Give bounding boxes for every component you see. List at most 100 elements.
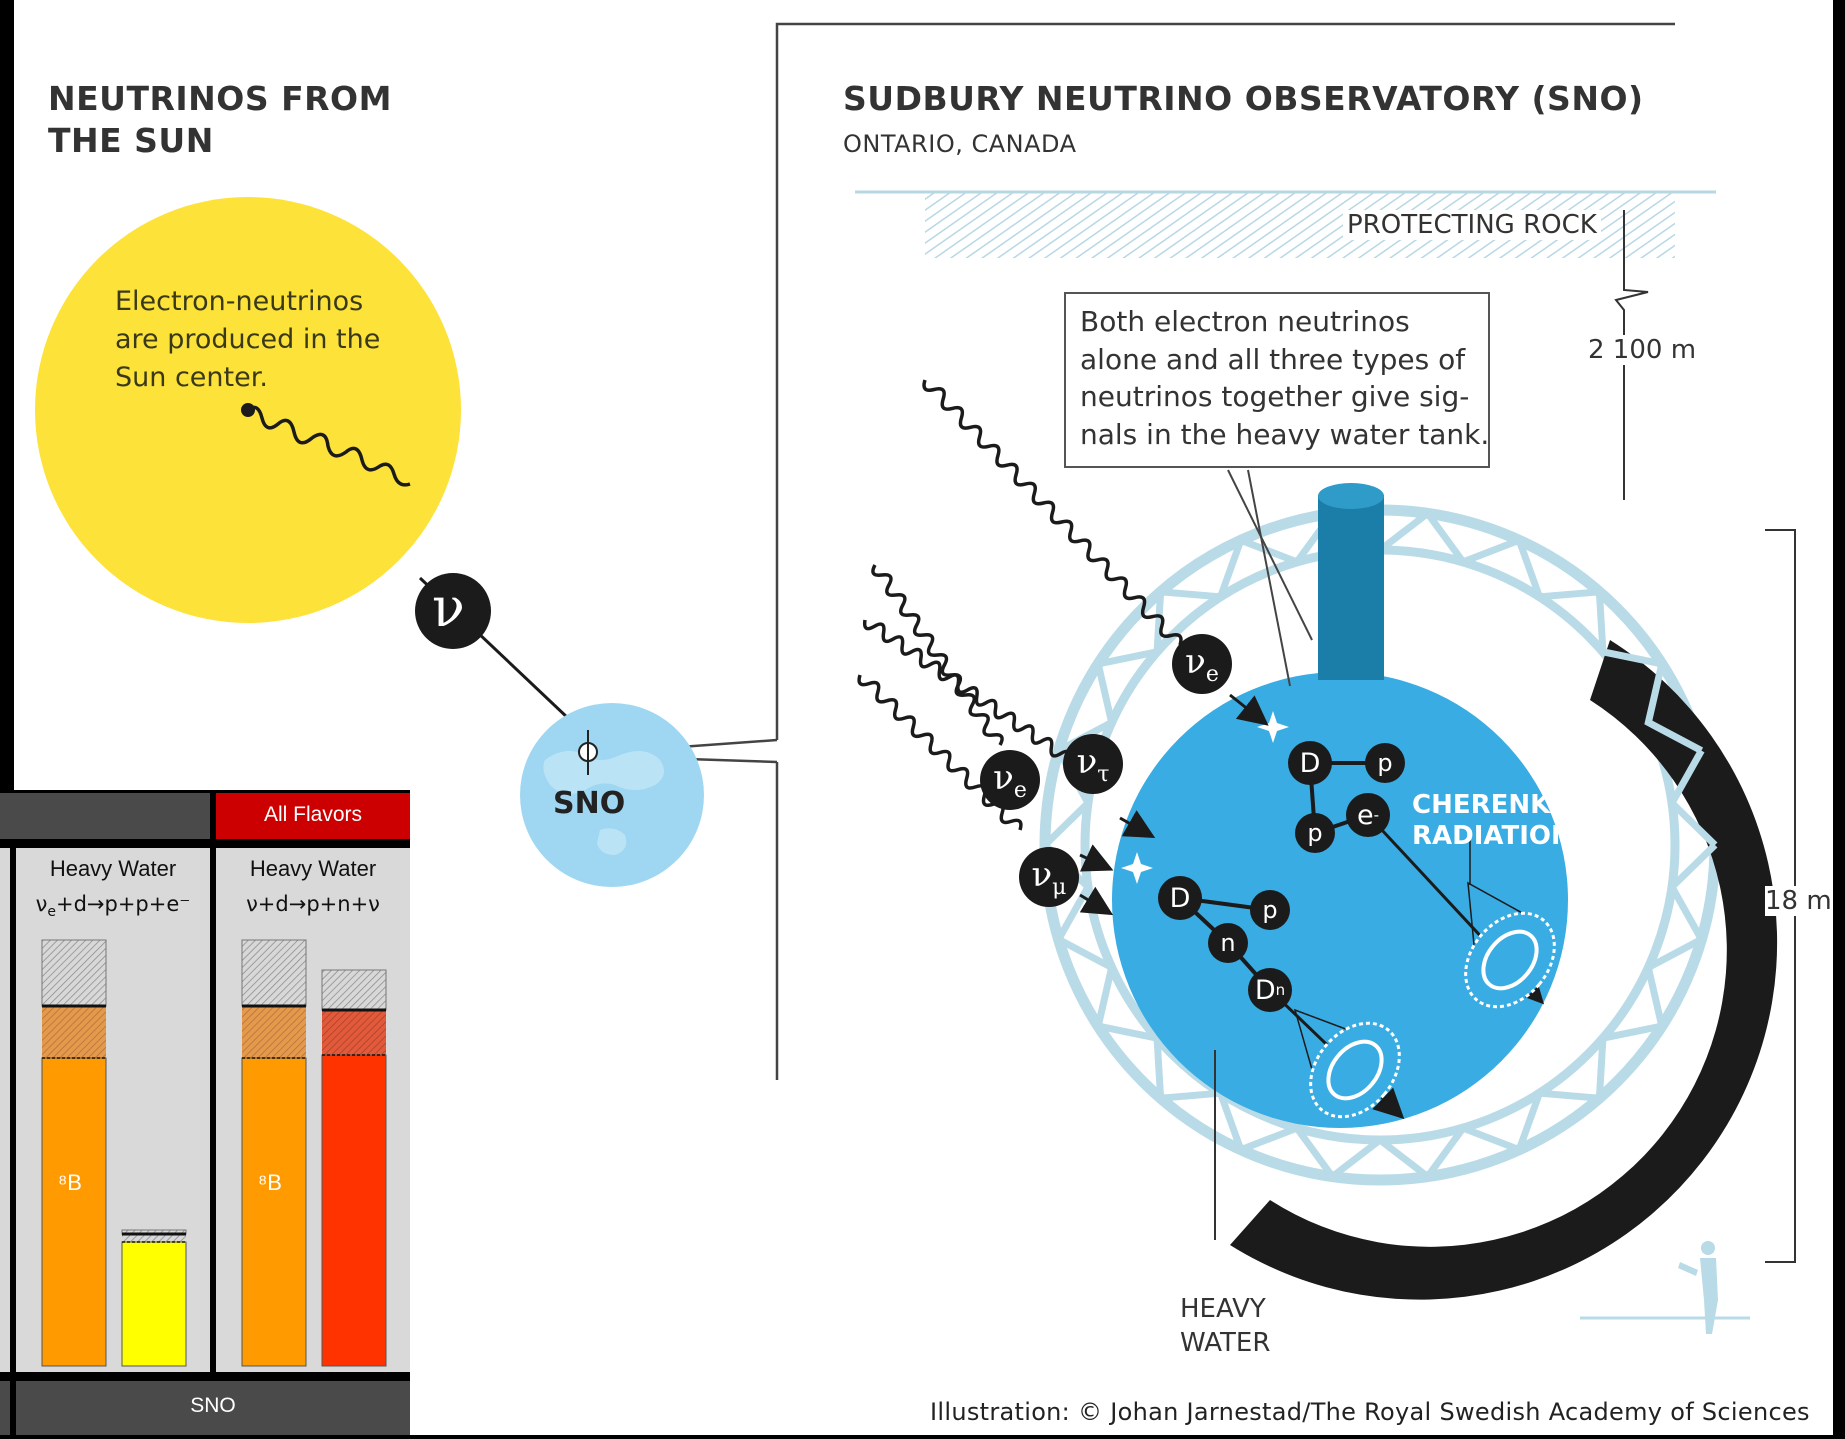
flux-bar-range — [242, 1006, 306, 1058]
callout-line-2: alone and all three types of — [1080, 342, 1466, 376]
callout-line-3: neutrinos together give sig- — [1080, 380, 1470, 413]
geodesic-strut — [1667, 748, 1718, 848]
cherenkov-line-2: RADIATION — [1412, 821, 1573, 851]
person-silhouette — [1580, 1241, 1750, 1334]
sun-caption: Electron-neutrinos are produced in the S… — [115, 283, 380, 397]
panel-header-gray — [0, 793, 210, 839]
geodesic-strut — [1056, 936, 1116, 1027]
callout-line-4: nals in the heavy water tank. — [1080, 417, 1490, 451]
flux-panel — [0, 790, 410, 1435]
geodesic-strut — [1424, 1123, 1521, 1179]
geodesic-strut — [1515, 539, 1600, 601]
particle-index: - — [1373, 806, 1380, 824]
geodesic-strut — [1595, 1022, 1663, 1099]
col1-reaction: νe+d→p+p+e⁻ — [16, 892, 210, 920]
geodesic-strut — [1667, 842, 1718, 942]
callout-pointer-left — [1227, 469, 1313, 641]
flux-bar-range — [42, 1006, 106, 1058]
incoming-arrow-4 — [1079, 886, 1114, 916]
flux-bar — [121, 1241, 187, 1367]
geodesic-strut — [1424, 511, 1521, 567]
cherenkov-line-1: CHERENKOV — [1412, 790, 1591, 820]
cherenkov-cone-1 — [1464, 881, 1556, 1009]
bar-label-2: ⁸B — [258, 1170, 282, 1195]
neutrino-wave — [922, 379, 1183, 646]
tank-neck — [1318, 495, 1384, 680]
neutrino-badge: νe — [980, 750, 1040, 810]
heavy-water-line-2: WATER — [1180, 1328, 1271, 1358]
col1-title: Heavy Water — [49, 856, 177, 881]
geodesic-strut — [1239, 1123, 1336, 1179]
flux-bar — [321, 1054, 387, 1367]
particle-index: n — [1275, 981, 1286, 999]
flux-bar-range — [322, 1010, 386, 1055]
separator-line — [775, 22, 1675, 740]
neutrino-symbol: ντ — [1076, 741, 1110, 787]
geodesic-strut — [1160, 539, 1245, 601]
all-flavors-label: All Flavors — [263, 803, 363, 826]
size-label: 18 m — [1765, 886, 1832, 916]
flux-bar-uncertainty — [41, 939, 107, 1007]
flux-bar-uncertainty — [321, 969, 387, 1011]
sun-caption-line-1: Electron-neutrinos — [115, 286, 364, 317]
right-subtitle: ONTARIO, CANADA — [843, 130, 1077, 158]
col1-reaction-text: νe+d→p+p+e⁻ — [35, 892, 191, 921]
neutrino-symbol: νe — [993, 757, 1027, 803]
geodesic-strut — [1644, 663, 1704, 754]
neutrino-source-dot — [241, 403, 255, 417]
sun-caption-line-2: are produced in the — [115, 324, 381, 355]
flux-bar-range — [122, 1234, 186, 1242]
earth-continents — [543, 751, 664, 855]
neutrino-flavor: e — [1205, 661, 1219, 687]
earth — [520, 703, 704, 887]
particle-p: p — [1250, 890, 1290, 930]
black-right-strip — [1833, 0, 1845, 1435]
neutrino-flavor: e — [1013, 777, 1027, 803]
incoming-arrow-3 — [1079, 844, 1114, 872]
all-flavors-header — [216, 793, 410, 839]
heavy-water-line-1: HEAVY — [1180, 1294, 1266, 1324]
interaction-flash-1 — [1257, 711, 1289, 743]
geodesic-dark-shell — [1230, 640, 1778, 1300]
neutrino-wave-sun — [246, 405, 411, 487]
earth-label: SNO — [553, 786, 626, 821]
neutrino-symbol: νμ — [1031, 854, 1067, 900]
geodesic-strut — [1097, 1022, 1165, 1099]
rock-label: PROTECTING ROCK — [1343, 210, 1601, 240]
flux-bar-uncertainty — [241, 939, 307, 1007]
left-title: NEUTRINOS FROM THE SUN — [48, 78, 392, 162]
heavy-water-label: HEAVY WATER — [1180, 1292, 1270, 1360]
heavy-water-tank — [1112, 672, 1568, 1128]
particle-D: D — [1288, 741, 1332, 785]
illustration-credit: Illustration: © Johan Jarnestad/The Roya… — [930, 1398, 1810, 1426]
right-title: SUDBURY NEUTRINO OBSERVATORY (SNO) — [843, 79, 1644, 118]
neutrino-wave — [871, 564, 1004, 746]
flux-bar — [241, 1057, 307, 1367]
flux-bar — [41, 1057, 107, 1367]
cherenkov-cone-2 — [1293, 1008, 1401, 1119]
cherenkov-label: CHERENKOV RADIATION — [1412, 790, 1591, 852]
particle-e: e- — [1346, 793, 1390, 837]
panel-left-edge — [0, 848, 10, 1372]
panel-footer — [16, 1381, 410, 1435]
neutrino-badge: νe — [1172, 634, 1232, 694]
col2-reaction: ν+d→p+n+ν — [246, 892, 380, 916]
neutrino-flavor: μ — [1052, 874, 1067, 900]
sun-caption-line-3: Sun center. — [115, 362, 268, 393]
particle-p: p — [1365, 743, 1405, 783]
interaction-flash-2 — [1121, 852, 1153, 884]
bar-label-1: ⁸B — [58, 1170, 82, 1195]
panel-footer-label: SNO — [190, 1394, 236, 1417]
left-title-line-1: NEUTRINOS FROM — [48, 79, 392, 118]
callout-box: Both electron neutrinos alone and all th… — [1064, 292, 1490, 468]
neutrino-wave — [862, 619, 1073, 761]
tank-neck-top — [1318, 483, 1384, 509]
incoming-arrow-2 — [1119, 810, 1156, 838]
geodesic-strut — [1644, 936, 1704, 1027]
incoming-arrow-1 — [1229, 693, 1269, 726]
col2-title: Heavy Water — [249, 856, 377, 881]
neutrino-badge: νμ — [1019, 847, 1079, 907]
neutrino-badge: ντ — [1063, 734, 1123, 794]
